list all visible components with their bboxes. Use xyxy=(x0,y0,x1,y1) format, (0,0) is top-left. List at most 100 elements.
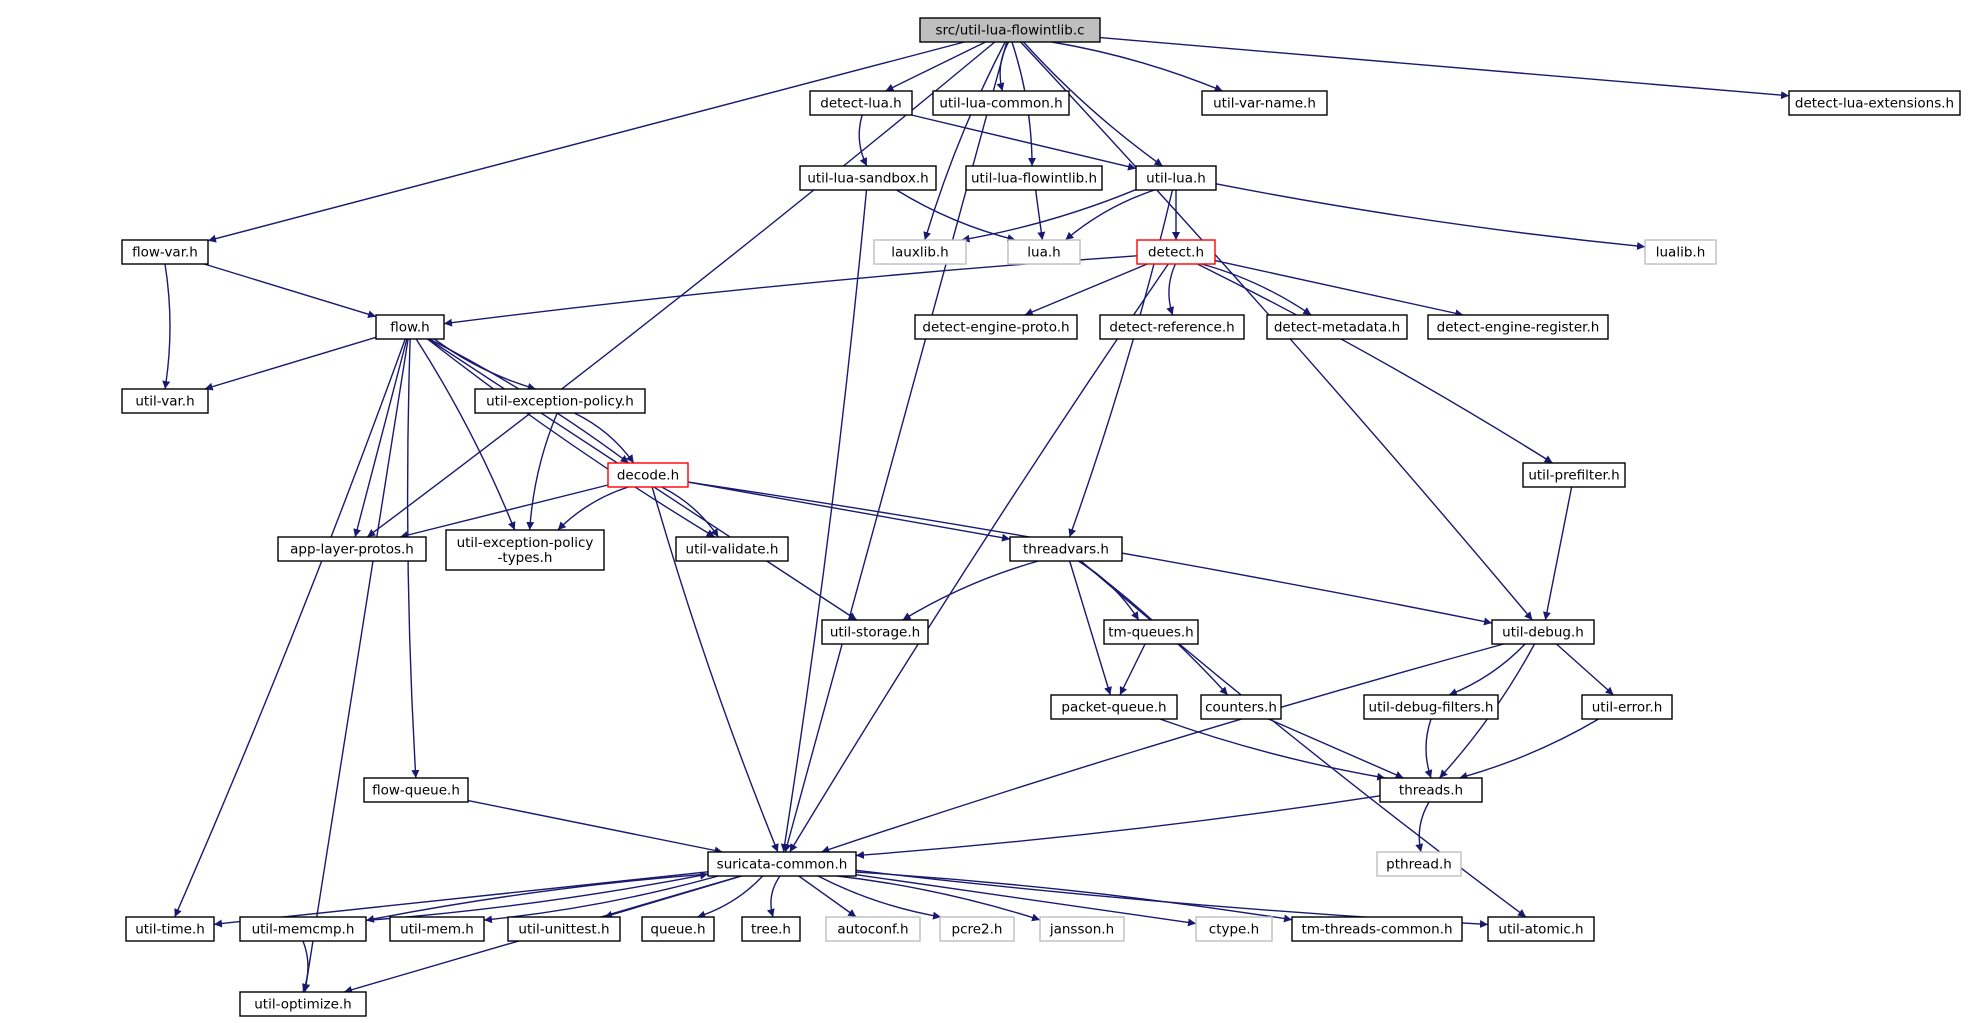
node-detect-engine-register[interactable]: detect-engine-register.h xyxy=(1427,314,1609,340)
node-util-prefilter[interactable]: util-prefilter.h xyxy=(1522,462,1626,488)
node-util-unittest[interactable]: util-unittest.h xyxy=(507,916,621,942)
edge-util_lua_sandbox-to-lua xyxy=(896,189,1016,242)
node-box xyxy=(1291,916,1463,942)
node-box xyxy=(363,777,469,803)
edge-suricata_common-to-pcre2 xyxy=(817,875,942,920)
node-label: util-var-name.h xyxy=(1213,96,1316,112)
node-label: -types.h xyxy=(498,550,553,566)
edge-flow-to-util_exception_policy_types xyxy=(415,338,516,531)
node-box xyxy=(239,991,367,1017)
node-threads[interactable]: threads.h xyxy=(1379,777,1483,803)
node-detect-lua[interactable]: detect-lua.h xyxy=(809,90,913,116)
node-util-exception-policy-types[interactable]: util-exception-policy-types.h xyxy=(445,529,605,571)
node-label: util-debug.h xyxy=(1502,625,1584,641)
node-util-debug-filters[interactable]: util-debug-filters.h xyxy=(1363,694,1499,720)
node-box xyxy=(821,619,929,645)
edge-util_prefilter-to-util_debug xyxy=(1542,486,1573,621)
node-label: autoconf.h xyxy=(837,922,908,938)
node-util-lua-common[interactable]: util-lua-common.h xyxy=(932,90,1070,116)
node-counters[interactable]: counters.h xyxy=(1200,694,1282,720)
node-tm-queues[interactable]: tm-queues.h xyxy=(1103,619,1199,645)
node-detect-engine-proto[interactable]: detect-engine-proto.h xyxy=(914,314,1078,340)
edge-util_debug-to-suricata_common xyxy=(821,643,1504,854)
edge-detect-to-detect_engine_proto xyxy=(1024,263,1148,316)
edge-flow-to-util_time xyxy=(174,338,406,918)
node-box xyxy=(1376,851,1462,877)
edge-util_exception_policy-to-util_exception_policy_types xyxy=(526,412,558,531)
edge-suricata_common-to-util_memcmp xyxy=(365,873,709,923)
node-util-memcmp[interactable]: util-memcmp.h xyxy=(239,916,367,942)
edge-util_debug_filters-to-threads xyxy=(1424,718,1433,779)
node-util-optimize[interactable]: util-optimize.h xyxy=(239,991,367,1017)
edge-flow_queue-to-suricata_common xyxy=(467,799,723,855)
node-tree[interactable]: tree.h xyxy=(741,916,801,942)
edge-detect_lua-to-util_lua xyxy=(911,114,1137,171)
node-label: threadvars.h xyxy=(1023,542,1109,558)
node-threadvars[interactable]: threadvars.h xyxy=(1009,536,1123,562)
edge-packet_queue-to-threads xyxy=(1159,718,1386,781)
node-detect-lua-ext[interactable]: detect-lua-extensions.h xyxy=(1788,90,1961,116)
node-root[interactable]: src/util-lua-flowintlib.c xyxy=(919,17,1101,43)
node-lualib[interactable]: lualib.h xyxy=(1644,239,1717,265)
node-box xyxy=(1103,619,1199,645)
node-util-lua[interactable]: util-lua.h xyxy=(1135,165,1217,191)
node-util-lua-sandbox[interactable]: util-lua-sandbox.h xyxy=(799,165,937,191)
node-label: util-optimize.h xyxy=(254,997,352,1013)
node-flow[interactable]: flow.h xyxy=(375,314,445,340)
node-app-layer-protos[interactable]: app-layer-protos.h xyxy=(277,536,427,562)
node-tm-threads-common[interactable]: tm-threads-common.h xyxy=(1291,916,1463,942)
nodes: src/util-lua-flowintlib.c detect-lua.h uti… xyxy=(121,17,1961,1017)
node-label: jansson.h xyxy=(1049,922,1114,938)
node-util-lua-flowintlib[interactable]: util-lua-flowintlib.h xyxy=(965,165,1103,191)
node-box xyxy=(277,536,427,562)
node-util-exception-policy[interactable]: util-exception-policy.h xyxy=(474,388,646,414)
node-util-atomic[interactable]: util-atomic.h xyxy=(1487,916,1595,942)
edge-flow-to-app_layer_protos xyxy=(353,338,408,538)
node-pcre2[interactable]: pcre2.h xyxy=(939,916,1015,942)
node-pthread[interactable]: pthread.h xyxy=(1376,851,1462,877)
edge-detect-to-detect_engine_register xyxy=(1214,259,1464,318)
node-lua[interactable]: lua.h xyxy=(1007,239,1081,265)
node-box xyxy=(1644,239,1717,265)
edge-detect_lua-to-util_lua_sandbox xyxy=(858,114,868,167)
edge-util_lua-to-threadvars xyxy=(1068,189,1174,538)
node-box xyxy=(919,17,1101,43)
node-label: util-atomic.h xyxy=(1498,922,1583,938)
node-box xyxy=(507,916,621,942)
node-util-time[interactable]: util-time.h xyxy=(125,916,215,942)
node-decode[interactable]: decode.h xyxy=(607,462,689,488)
node-util-validate[interactable]: util-validate.h xyxy=(675,536,789,562)
node-detect-metadata[interactable]: detect-metadata.h xyxy=(1266,314,1408,340)
node-packet-queue[interactable]: packet-queue.h xyxy=(1050,694,1178,720)
node-detect[interactable]: detect.h xyxy=(1136,239,1216,265)
node-label: app-layer-protos.h xyxy=(290,542,414,558)
node-suricata-common[interactable]: suricata-common.h xyxy=(707,851,857,877)
node-label: tm-threads-common.h xyxy=(1301,922,1452,938)
node-util-error[interactable]: util-error.h xyxy=(1581,694,1673,720)
node-autoconf[interactable]: autoconf.h xyxy=(825,916,921,942)
node-util-var-name[interactable]: util-var-name.h xyxy=(1201,90,1328,116)
node-lauxlib[interactable]: lauxlib.h xyxy=(873,239,967,265)
node-jansson[interactable]: jansson.h xyxy=(1039,916,1125,942)
node-box xyxy=(445,529,605,571)
node-flow-queue[interactable]: flow-queue.h xyxy=(363,777,469,803)
node-box xyxy=(799,165,937,191)
node-util-var[interactable]: util-var.h xyxy=(121,388,209,414)
node-label: util-exception-policy xyxy=(457,535,594,551)
node-box xyxy=(1487,916,1595,942)
node-ctype[interactable]: ctype.h xyxy=(1195,916,1273,942)
node-box xyxy=(1009,536,1123,562)
node-box xyxy=(1379,777,1483,803)
node-box xyxy=(375,314,445,340)
edge-flow-to-util_optimize xyxy=(302,338,409,993)
node-detect-reference[interactable]: detect-reference.h xyxy=(1099,314,1245,340)
node-util-mem[interactable]: util-mem.h xyxy=(389,916,485,942)
node-util-storage[interactable]: util-storage.h xyxy=(821,619,929,645)
node-queue[interactable]: queue.h xyxy=(641,916,715,942)
node-box xyxy=(825,916,921,942)
node-util-debug[interactable]: util-debug.h xyxy=(1491,619,1595,645)
node-box xyxy=(121,239,209,265)
node-flow-var[interactable]: flow-var.h xyxy=(121,239,209,265)
node-label: detect-lua-extensions.h xyxy=(1795,96,1954,112)
